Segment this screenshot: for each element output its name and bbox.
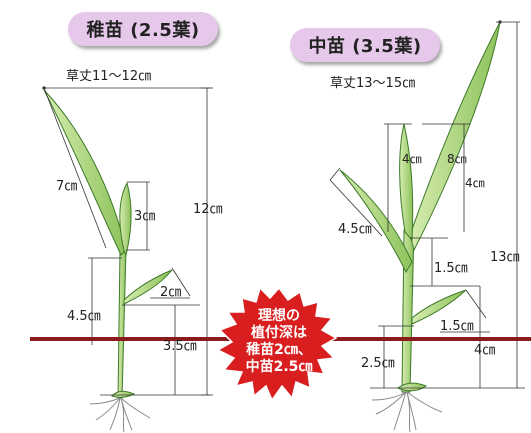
young-plant-height-label: 草丈11〜12㎝ xyxy=(66,69,152,84)
medium-total-height-label: 13㎝ xyxy=(490,250,520,265)
callout-line-4: 中苗2.5㎝ xyxy=(245,359,313,375)
young-base-depth-label: 3.5㎝ xyxy=(163,339,197,354)
medium-small-leaf-label: 1.5㎝ xyxy=(440,319,474,334)
young-stem xyxy=(117,249,127,399)
header-young-seedling: 稚苗 (2.5葉) xyxy=(68,12,218,46)
young-small-leaf-label: 2㎝ xyxy=(160,285,182,300)
young-roots xyxy=(89,397,151,433)
medium-roots xyxy=(371,391,443,433)
young-tip-marker xyxy=(42,86,46,90)
medium-base-depth-label: 2.5㎝ xyxy=(361,356,395,371)
callout-line-2: 植付深は xyxy=(251,325,307,341)
medium-inner-leaf xyxy=(399,123,414,242)
medium-plant-height-label: 草丈13〜15㎝ xyxy=(330,76,416,91)
young-lower-stem-label: 4.5㎝ xyxy=(67,309,101,324)
young-seedling xyxy=(43,89,173,399)
header-medium-seedling: 中苗 (3.5葉) xyxy=(290,28,440,62)
medium-lower-right-label: 4㎝ xyxy=(474,343,496,358)
young-upper-leaf-label: 3㎝ xyxy=(134,209,156,224)
medium-side-leaf-label: 4.5㎝ xyxy=(338,222,372,237)
callout-burst xyxy=(216,286,338,402)
young-total-height-label: 12㎝ xyxy=(193,202,223,217)
young-base-leaf xyxy=(111,390,136,398)
medium-tip-marker xyxy=(498,20,502,24)
medium-base-leaf xyxy=(397,382,428,392)
medium-dimensions xyxy=(329,21,525,389)
medium-leaf-top-a-label: 4㎝ xyxy=(402,152,422,166)
young-small-leaf xyxy=(123,269,173,305)
medium-side-leaf xyxy=(339,169,413,274)
callout-text: 理想の 植付深は 稚苗2㎝、 中苗2.5㎝ xyxy=(217,308,341,376)
young-upper-leaf xyxy=(119,181,132,257)
medium-seedling xyxy=(339,21,501,393)
medium-mid-stem-label: 1.5㎝ xyxy=(434,261,468,276)
medium-leaf-top-b-label: 8㎝ xyxy=(447,152,467,166)
medium-leaf-top-c-label: 4㎝ xyxy=(465,176,485,190)
young-dimensions xyxy=(43,87,213,396)
young-leaf-length-label: 7㎝ xyxy=(56,179,78,194)
callout-line-3: 稚苗2㎝、 xyxy=(246,342,312,358)
callout-line-1: 理想の xyxy=(258,308,300,324)
young-long-leaf xyxy=(43,89,127,256)
